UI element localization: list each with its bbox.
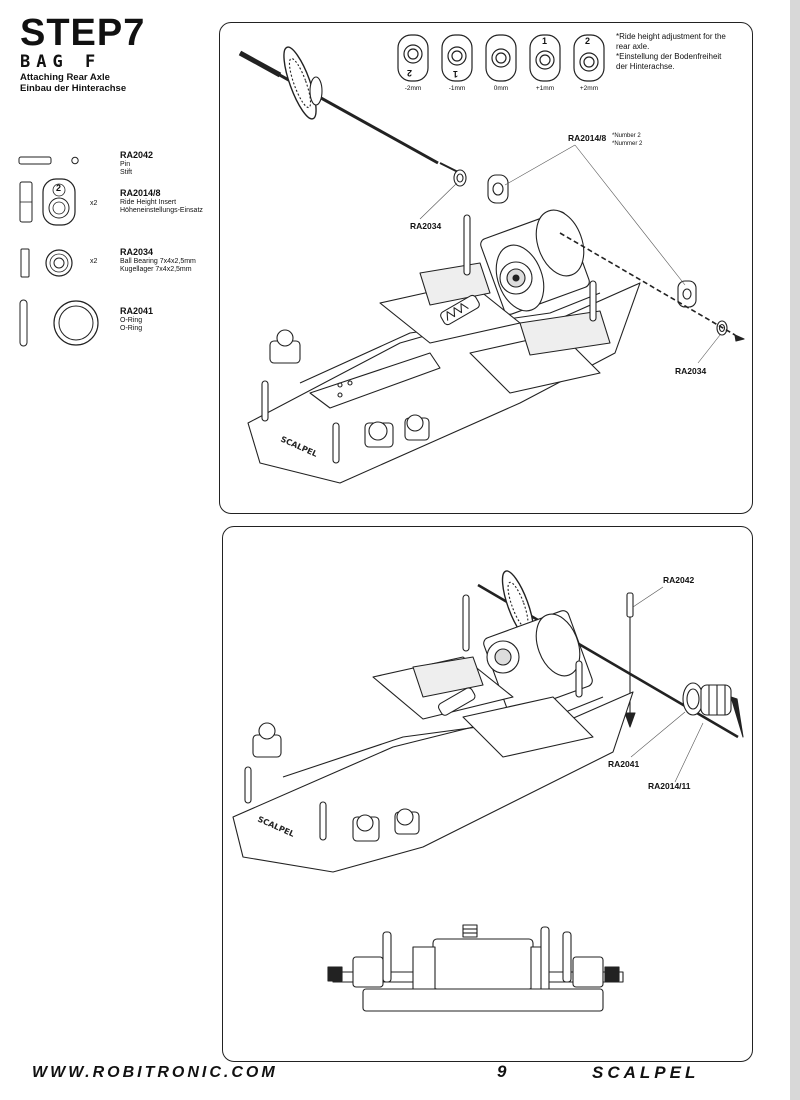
part-desc-en: Ball Bearing 7x4x2,5mm xyxy=(120,258,196,265)
chassis-illustration-exploded: SCALPEL xyxy=(238,34,745,484)
part-code: RA2014/8 xyxy=(120,188,161,198)
callout-o-ring: RA2041 xyxy=(608,759,640,769)
subtitle-english: Attaching Rear Axle xyxy=(20,72,110,83)
callout-bearing-left: RA2034 xyxy=(410,221,442,231)
page-number: 9 xyxy=(497,1062,507,1081)
rh-mark: 1 xyxy=(453,69,459,79)
part-item-pin: RA2042 Pin Stift xyxy=(18,150,218,180)
pin-icon xyxy=(18,156,79,165)
part-desc-de: Höheneinstellungs-Einsatz xyxy=(120,207,203,214)
brand-logo: SCALPEL xyxy=(592,1063,700,1082)
rh-label: +2mm xyxy=(579,85,599,92)
part-desc-en: O-Ring xyxy=(120,317,143,324)
rh-mark: 2 xyxy=(585,36,591,46)
panel-rear-axle-assembled: SCALPEL RA2 xyxy=(222,526,753,1062)
callout-note-en: *Number 2 xyxy=(612,133,641,139)
callout-bearing-right: RA2034 xyxy=(675,366,707,376)
step-subtitle: Attaching Rear Axle Einbau der Hinterach… xyxy=(20,72,126,94)
part-desc-en: Pin xyxy=(120,161,131,168)
panel-rear-axle-exploded: SCALPEL 2 1 1 2 -2mm -1mm 0mm xyxy=(219,22,753,514)
part-desc-de: O-Ring xyxy=(120,325,143,332)
part-desc-de: Kugellager 7x4x2,5mm xyxy=(120,266,192,273)
callout-note-de: *Nummer 2 xyxy=(612,141,643,147)
part-code: RA2034 xyxy=(120,247,154,257)
insert-number: 2 xyxy=(56,183,62,193)
ball-bearing-icon xyxy=(20,248,73,278)
o-ring-icon xyxy=(19,299,99,347)
note-line: *Ride height adjustment for the xyxy=(616,32,726,41)
callout-pin: RA2042 xyxy=(663,575,695,585)
part-qty: x2 xyxy=(90,258,98,265)
adjacent-page-edge xyxy=(790,0,800,1100)
rh-mark: 1 xyxy=(542,36,548,46)
subtitle-german: Einbau der Hinterachse xyxy=(20,83,127,94)
part-code: RA2042 xyxy=(120,150,154,160)
part-desc-de: Stift xyxy=(120,169,133,176)
part-item-o-ring: RA2041 O-Ring O-Ring xyxy=(18,298,218,350)
chassis-illustration-assembled: SCALPEL xyxy=(232,570,744,1012)
rh-label: 0mm xyxy=(493,85,509,92)
part-code: RA2041 xyxy=(120,306,154,316)
ride-height-note: *Ride height adjustment for the rear axl… xyxy=(616,32,726,72)
note-line: der Hinterachse. xyxy=(616,62,675,71)
footer-website: WWW.ROBITRONIC.COM xyxy=(32,1064,278,1081)
part-qty: x2 xyxy=(90,200,98,207)
note-line: rear axle. xyxy=(616,42,650,51)
rh-label: +1mm xyxy=(535,85,555,92)
rh-mark: 2 xyxy=(407,68,413,78)
rh-label: -2mm xyxy=(404,85,422,92)
note-line: *Einstellung der Bodenfreiheit xyxy=(616,52,722,61)
side-view xyxy=(327,924,624,1012)
part-item-ball-bearing: x2 RA2034 Ball Bearing 7x4x2,5mm Kugella… xyxy=(18,244,218,284)
ride-height-diagrams xyxy=(397,34,605,82)
callout-ride-height-insert: RA2014/8 xyxy=(568,133,607,143)
ride-height-insert-icon xyxy=(19,178,76,226)
part-item-ride-height-insert: 2 x2 RA2014/8 Ride Height Insert Höhenei… xyxy=(18,178,218,228)
callout-hub: RA2014/11 xyxy=(648,781,691,791)
step-title: STEP7 xyxy=(20,12,146,54)
part-desc-en: Ride Height Insert xyxy=(120,199,177,206)
bag-label: BAG F xyxy=(20,52,102,72)
rh-label: -1mm xyxy=(448,85,466,92)
